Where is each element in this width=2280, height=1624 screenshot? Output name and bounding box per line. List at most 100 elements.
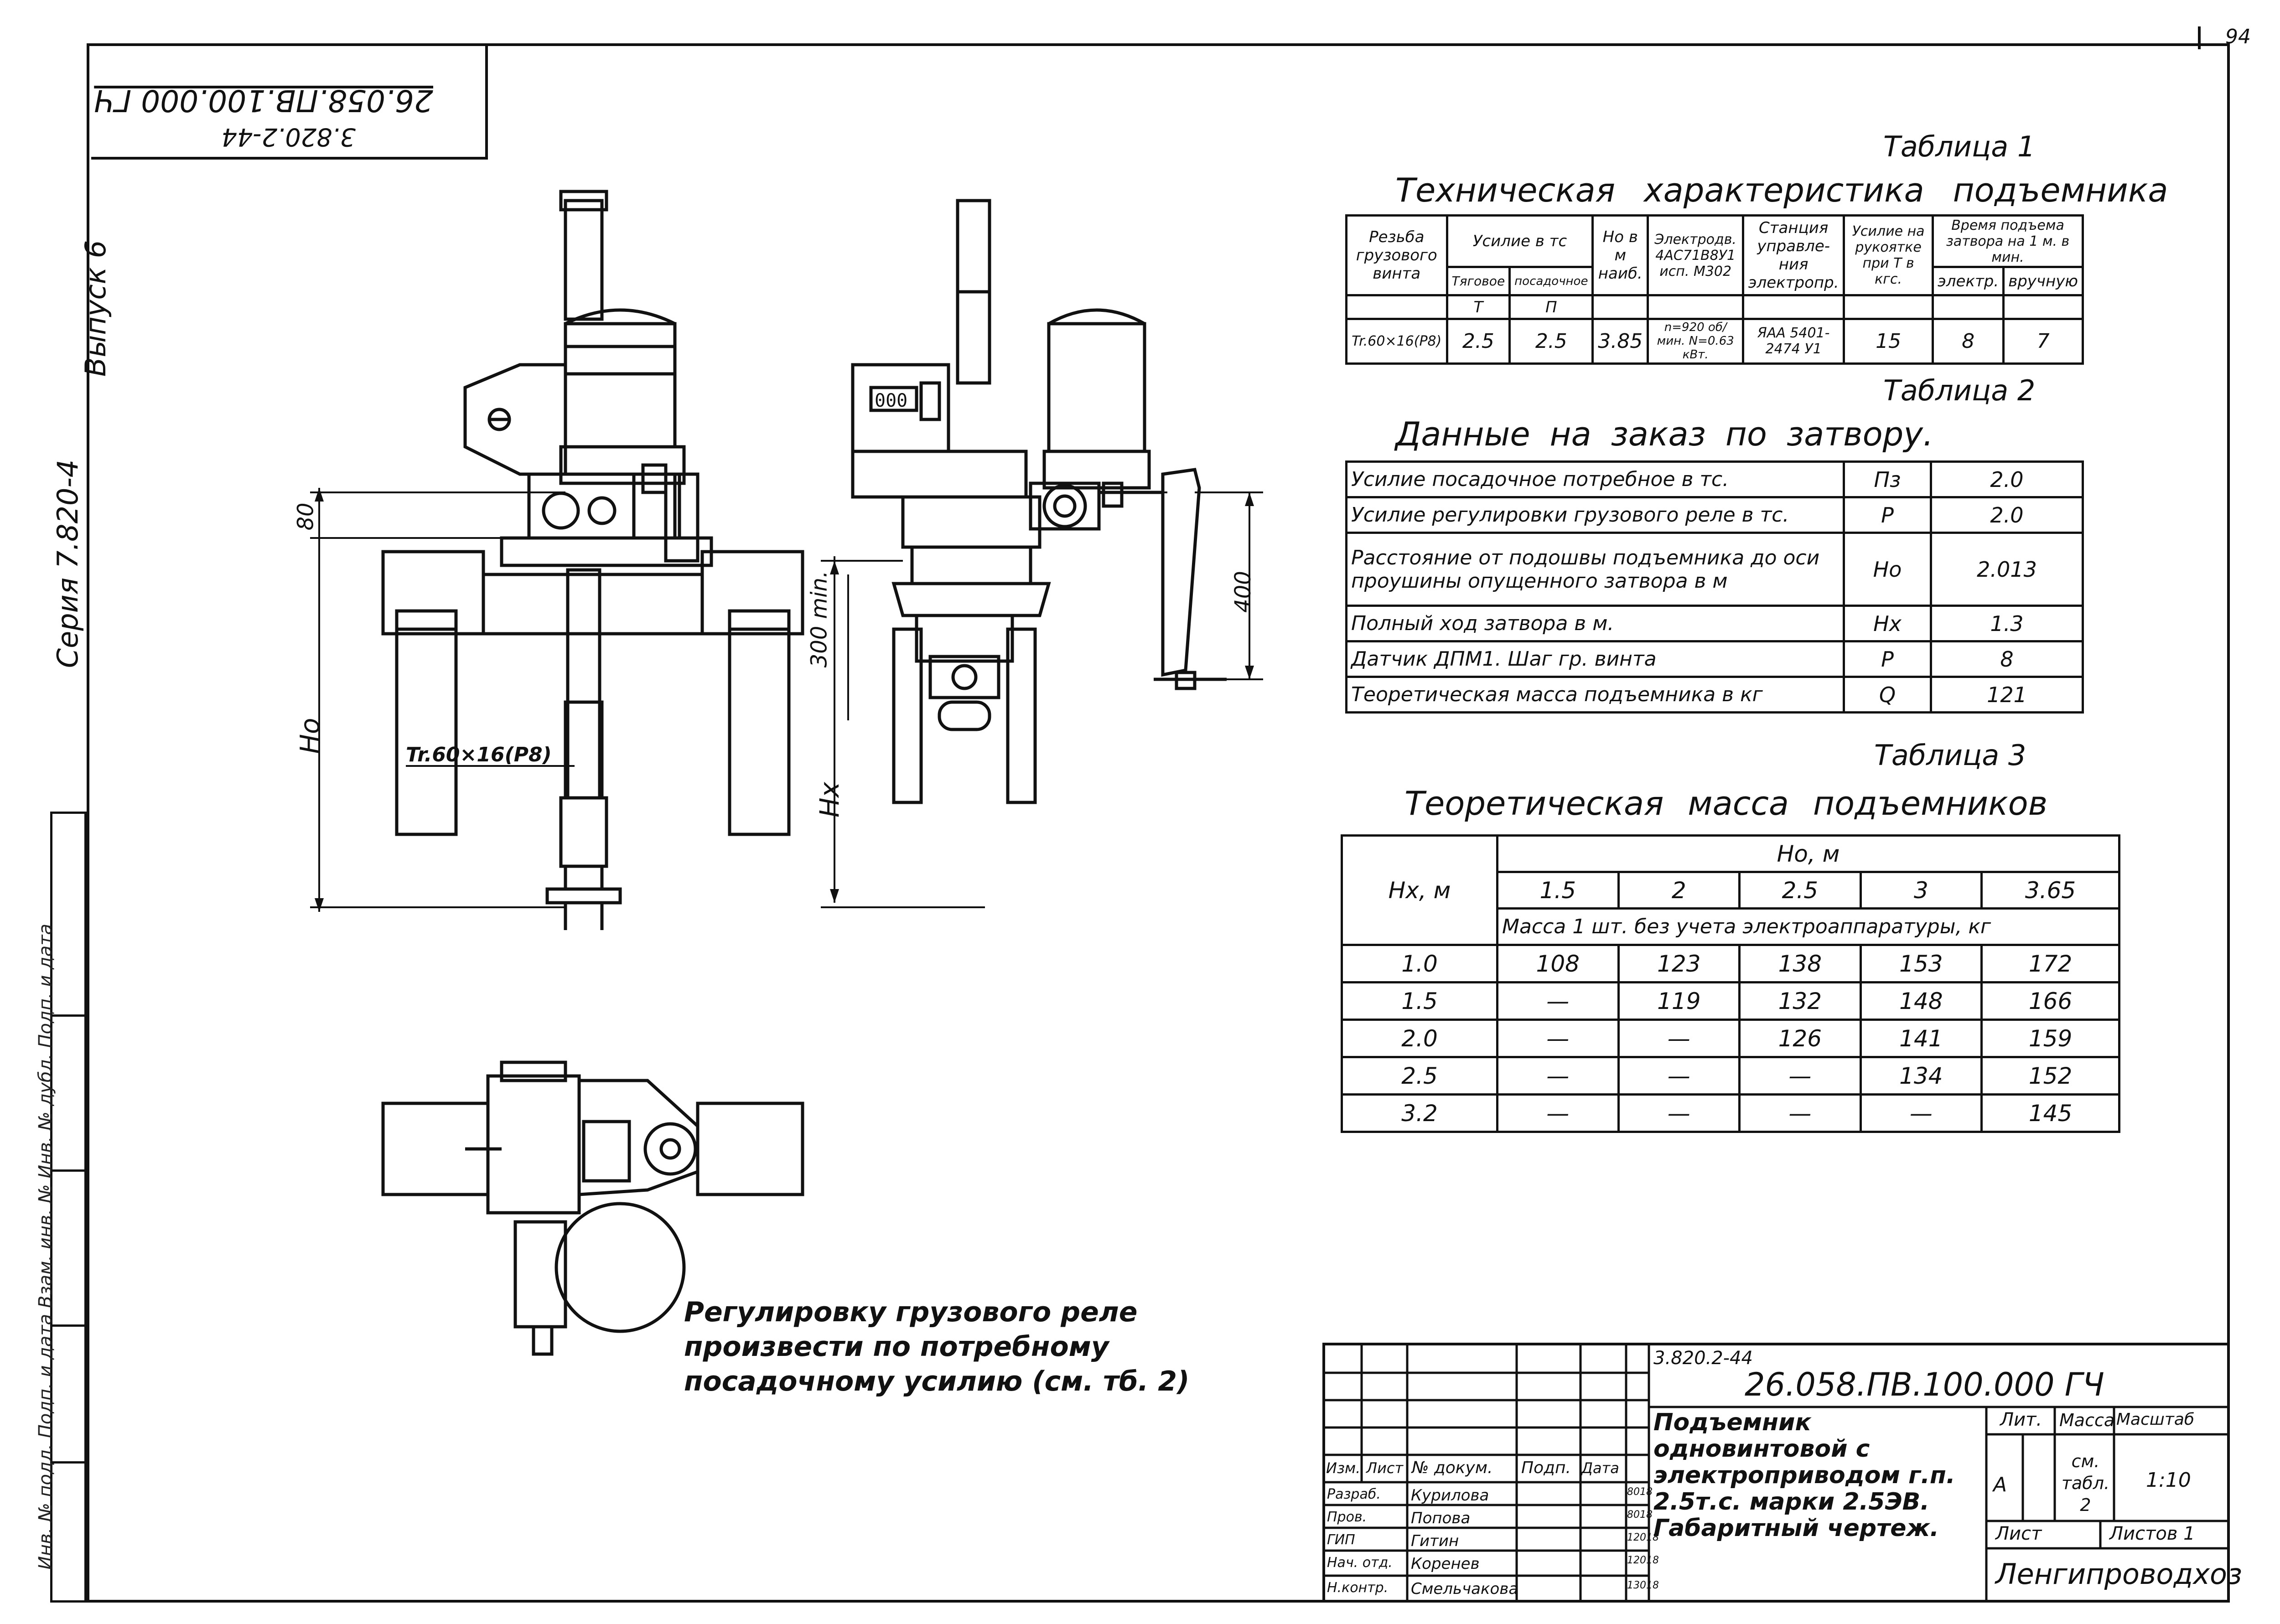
tb-mass-h: Масса [2059,1410,2115,1430]
table2-cell-val: 2.0 [1930,496,2084,534]
table2-row: Усилие регулировки грузового реле в тс.Р… [1345,496,2084,534]
table1: Резьба грузового винта Усилие в тс Но в … [1345,214,2084,365]
dim-300: 300 min. [806,570,832,668]
t1-r-electr: 8 [1932,317,2005,365]
dim-400: 400 [1230,571,1256,613]
table3-h-hx: Нх, м [1341,834,1498,946]
table2-cell-label: Полный ход затвора в м. [1345,605,1845,642]
side-beam [892,627,923,804]
table2-cell-label: Расстояние от подошвы подъемника до оси … [1345,532,1845,607]
table3-hx-cell: 3.2 [1341,1093,1498,1133]
table3-mass-cell: 126 [1738,1019,1862,1058]
t1-r-thread: Tr.60×16(P8) [1345,317,1448,365]
t1-r-manual: 7 [2002,317,2084,365]
dim-80: 80 [293,502,319,531]
table3-mass-cell: 152 [1980,1056,2120,1096]
tb-h-list: Лист [1366,1459,1404,1477]
t1-h-electr: электр. [1932,266,2005,297]
lift-drawing: 000 [310,190,1263,1356]
series-label: Серия 7.820-4 [51,459,85,668]
tb-person-name: Курилова [1411,1486,1489,1505]
table3-ho-col: 1.5 [1496,871,1620,910]
t1-h-station: Станция управле-ния электропр. [1742,214,1845,297]
tb-scale-h: Масштаб [2116,1410,2195,1429]
t1-h-P: П [1508,294,1594,320]
beam-left [381,550,485,636]
table2-cell-sym: Но [1843,532,1932,607]
relay-box [664,472,700,563]
t1-h-time: Время подъема затвора на 1 м. в мин. [1932,214,2084,269]
table2-cell-sym: Q [1843,676,1932,714]
table3-mass-cell: — [1496,981,1620,1021]
table3-mass-cell: 132 [1738,981,1862,1021]
page-number-rule [2198,26,2201,49]
table3-mass-cell: — [1617,1019,1741,1058]
table3-hx-cell: 2.5 [1341,1056,1498,1096]
table3-mass-cell: 108 [1496,944,1620,983]
table2-cell-sym: Нх [1843,605,1932,642]
table2-cell-sym: Пз [1843,460,1932,498]
screw-cover [564,199,604,321]
table3-ho-col: 2 [1617,871,1741,910]
tb-person-date: 12018 [1627,1555,1659,1566]
table2-cell-label: Датчик ДПМ1. Шаг гр. винта [1345,640,1845,678]
side-strip-labels: Инв. № подл. Подп. и дата Взам. инв. № И… [35,923,56,1570]
table2-row: Расстояние от подошвы подъемника до оси … [1345,532,2084,607]
table3-mass-cell: 141 [1859,1019,1983,1058]
table2-cell-label: Усилие регулировки грузового реле в тс. [1345,496,1845,534]
beam-right [700,550,804,636]
t1-h-tyag: Тяговое [1446,266,1511,297]
table1-title: Техническая характеристика подъемника [1395,171,2168,209]
table3-hx-cell: 1.0 [1341,944,1498,983]
plan-motor [554,1202,686,1333]
t1-r-ho: 3.85 [1591,317,1649,365]
table3-mass-cell: 148 [1859,981,1983,1021]
thread-label: Tr.60×16(P8) [406,743,552,766]
tb-sheets: Листов 1 [2109,1523,2195,1544]
table3-mass-cell: — [1496,1093,1620,1133]
table3-title: Теоретическая масса подъемников [1404,784,2048,822]
title-block: 3.820.2-44 26.058.ПВ.100.000 ГЧ Подъемни… [1322,1343,2242,1603]
table3-mass-cell: — [1617,1093,1741,1133]
t1-h-handle: Усилие на рукоятке при Т в кгс. [1843,214,1934,297]
table2-cell-label: Теоретическая масса подъемника в кг [1345,676,1845,714]
tb-person-date: 8018 [1627,1486,1653,1498]
top-stamp: 3.820.2-44 26.058.ПВ.100.000 ГЧ [91,46,488,160]
table3-mass-cell: — [1496,1019,1620,1058]
table3-mass-cell: 159 [1980,1019,2120,1058]
t1-h-thread: Резьба грузового винта [1345,214,1448,297]
table3-mass-cell: 153 [1859,944,1983,983]
tb-person-name: Коренев [1411,1555,1480,1573]
table3-mass-cell: — [1859,1093,1983,1133]
table3-hx-cell: 2.0 [1341,1019,1498,1058]
tb-code-small-label: 3.820.2-44 [1653,1348,1753,1369]
note: Регулировку грузового реле произвести по… [684,1296,1190,1397]
t1-h-ho: Но в м наиб. [1591,214,1649,297]
tb-person-name: Смельчакова [1411,1580,1518,1598]
tb-org: Ленгипроводхоз [1995,1557,2242,1591]
table2-title: Данные на заказ по затвору. [1395,415,1933,453]
tb-scale: 1:10 [2146,1469,2191,1492]
plan-beam-right [696,1102,804,1196]
tb-mass: см. табл. 2 [2061,1451,2110,1515]
table2-cell-sym: Р [1843,496,1932,534]
tb-h-izm: Изм. [1326,1459,1361,1477]
table3-caption: Таблица 3 [1874,739,2026,772]
t1-h-force: Усилие в тс [1446,214,1594,269]
table2-cell-val: 8 [1930,640,2084,678]
tb-code-big: 26.058.ПВ.100.000 ГЧ [1745,1366,2104,1403]
lift-screw [566,568,601,800]
tb-h-date: Дата [1581,1459,1619,1477]
table3-mass-cell: 134 [1859,1056,1983,1096]
t1-r-motor: n=920 об/мин. N=0.63 кВт. [1647,317,1745,365]
table3-mass-cell: 172 [1980,944,2120,983]
tb-person-role: Пров. [1327,1509,1367,1525]
tb-person-name: Гитин [1411,1532,1459,1550]
